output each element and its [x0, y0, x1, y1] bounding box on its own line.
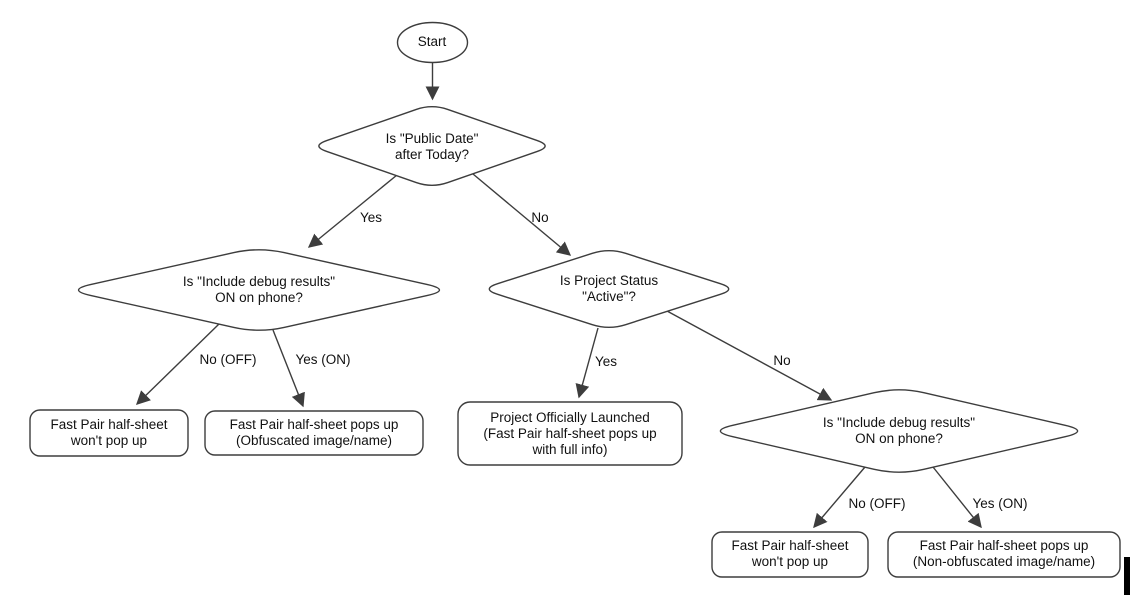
decision-project-status-shape: [488, 249, 730, 329]
edge-label-debug-left-no-off: No (OFF): [199, 352, 257, 367]
decision-debug-right-label: Is "Include debug results" ON on phone?: [822, 415, 976, 446]
decision-public-date-label: Is "Public Date" after Today?: [385, 131, 479, 162]
decision-debug-right-shape: [719, 389, 1079, 473]
outcome-launched-label: Project Officially Launched (Fast Pair h…: [483, 410, 657, 457]
edge-label-debug-left-yes-on: Yes (ON): [295, 352, 351, 367]
edge-label-project-status-yes: Yes: [594, 354, 618, 369]
outcome-non-obfuscated-label: Fast Pair half-sheet pops up (Non-obfusc…: [912, 538, 1096, 569]
decision-public-date-shape: [318, 106, 546, 186]
decision-debug-left-shape: [77, 249, 441, 331]
edge-public-date-no: [472, 173, 572, 256]
edge-label-debug-right-no-off: No (OFF): [848, 496, 906, 511]
outcome-launched-shape: [457, 401, 683, 466]
edge-label-project-status-no: No: [773, 353, 791, 368]
outcome-wont-popup-left-label: Fast Pair half-sheet won't pop up: [50, 417, 168, 448]
edge-debug-right-yes-on: [932, 466, 982, 529]
edge-label-public-date-yes: Yes: [359, 210, 383, 225]
start-node-shape: [396, 21, 469, 64]
decision-debug-left-label: Is "Include debug results" ON on phone?: [182, 274, 336, 305]
text-cursor-artifact: [1124, 557, 1130, 595]
outcome-non-obfuscated-shape: [887, 531, 1121, 578]
outcome-obfuscated-label: Fast Pair half-sheet pops up (Obfuscated…: [229, 417, 399, 448]
edge-project-status-no: [666, 310, 833, 401]
decision-project-status-label: Is Project Status "Active"?: [559, 273, 659, 304]
edge-debug-right-no-off: [813, 466, 866, 529]
outcome-wont-popup-right-shape: [711, 531, 869, 578]
edge-label-public-date-no: No: [531, 210, 549, 225]
edge-label-debug-right-yes-on: Yes (ON): [972, 496, 1028, 511]
outcome-wont-popup-right-label: Fast Pair half-sheet won't pop up: [731, 538, 849, 569]
edge-public-date-yes: [307, 174, 398, 248]
edge-debug-left-yes-on: [272, 329, 305, 408]
edge-project-status-yes: [575, 327, 599, 399]
edge-debug-left-no-off: [135, 323, 220, 405]
outcome-obfuscated-shape: [204, 410, 424, 456]
start-node-label: Start: [417, 34, 447, 49]
outcome-wont-popup-left-shape: [29, 409, 189, 457]
